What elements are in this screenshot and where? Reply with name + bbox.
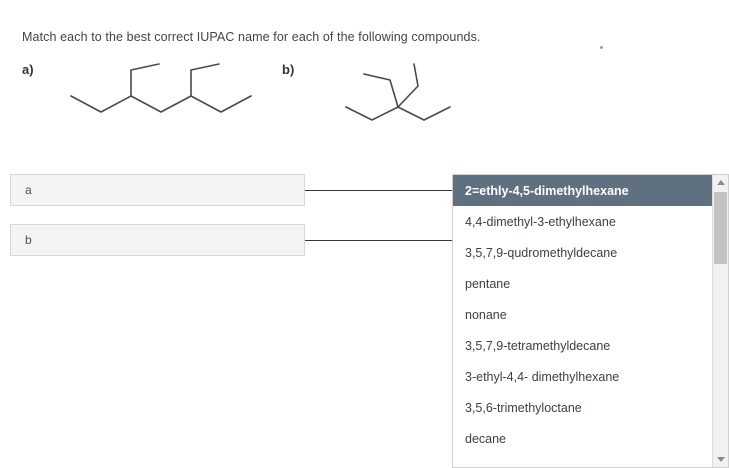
option-list-scrollbar[interactable] — [712, 175, 728, 467]
stray-speck — [600, 46, 603, 49]
option-item[interactable]: nonane — [453, 299, 712, 330]
option-item[interactable]: decane — [453, 423, 712, 454]
option-item-label: 3-ethyl-4,4- dimethylhexane — [465, 369, 620, 384]
scroll-down-button[interactable] — [713, 452, 728, 467]
connector-line-a — [305, 190, 453, 191]
scrollbar-thumb[interactable] — [714, 192, 727, 264]
option-item-label: 3,5,7,9-qudromethyldecane — [465, 245, 618, 260]
option-item[interactable]: 3,5,7,9-qudromethyldecane — [453, 237, 712, 268]
answer-slot-b-value: b — [25, 233, 32, 247]
compound-a-structure — [55, 62, 265, 142]
compound-b-structure — [340, 62, 460, 142]
option-item[interactable]: 3,5,7,9-tetramethyldecane — [453, 330, 712, 361]
triangle-up-icon — [716, 180, 725, 185]
connector-line-b — [305, 240, 453, 241]
option-item-label: 2=ethly-4,5-dimethylhexane — [465, 183, 629, 198]
compound-b-label: b) — [282, 62, 295, 77]
matching-area: a b 2=ethly-4,5-dimethylhexane 4,4-dimeth… — [0, 160, 729, 468]
option-item-label: nonane — [465, 307, 507, 322]
option-item[interactable]: 3-ethyl-4,4- dimethylhexane — [453, 361, 712, 392]
compound-a-label: a) — [22, 62, 34, 77]
scroll-up-button[interactable] — [713, 175, 728, 190]
answer-slot-a-value: a — [25, 183, 32, 197]
iupac-name-option-panel[interactable]: 2=ethly-4,5-dimethylhexane 4,4-dimethyl-3… — [452, 174, 729, 468]
answer-slot-a[interactable]: a — [10, 174, 305, 206]
option-item[interactable]: 2=ethly-4,5-dimethylhexane — [453, 175, 712, 206]
option-item-label: decane — [465, 431, 507, 446]
option-item-label: pentane — [465, 276, 511, 291]
option-item-label: 3,5,6-trimethyloctane — [465, 400, 582, 415]
option-item[interactable]: pentane — [453, 268, 712, 299]
option-item-label: 3,5,7,9-tetramethyldecane — [465, 338, 611, 353]
iupac-name-option-list[interactable]: 2=ethly-4,5-dimethylhexane 4,4-dimethyl-3… — [453, 175, 712, 467]
option-item[interactable]: 3,5,6-trimethyloctane — [453, 392, 712, 423]
answer-slot-b[interactable]: b — [10, 224, 305, 256]
triangle-down-icon — [716, 457, 725, 462]
option-item-label: 4,4-dimethyl-3-ethylhexane — [465, 214, 616, 229]
option-item[interactable]: 4,4-dimethyl-3-ethylhexane — [453, 206, 712, 237]
question-prompt: Match each to the best correct IUPAC nam… — [22, 30, 481, 44]
